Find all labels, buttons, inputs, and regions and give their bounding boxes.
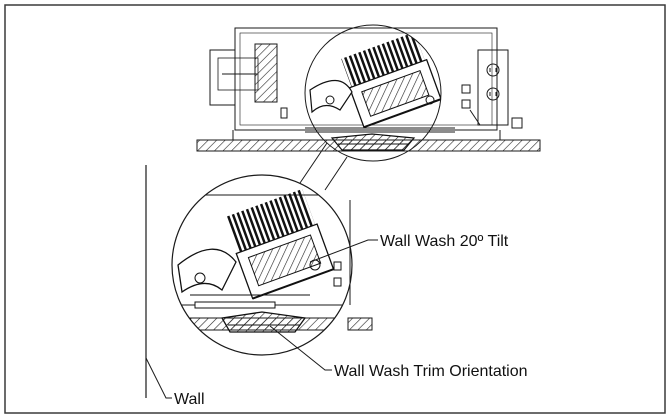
detail-view: [172, 189, 352, 333]
detail-connector-line: [324, 156, 348, 191]
wall-leader-line: [145, 357, 172, 399]
detail-connector-line: [299, 142, 328, 184]
detail-circle: [171, 174, 353, 356]
tilt-label: Wall Wash 20º Tilt: [380, 233, 509, 250]
detail-callout-circle: [304, 24, 442, 162]
detail-ceiling-section: [347, 317, 373, 331]
page-frame: [4, 4, 666, 414]
tilt-leader-line: [309, 239, 378, 263]
trim-leader-line: [269, 325, 332, 371]
trim-label: Wall Wash Trim Orientation: [334, 363, 528, 380]
wall-label: Wall: [174, 391, 205, 408]
lamp-assembly-top: [309, 32, 441, 151]
